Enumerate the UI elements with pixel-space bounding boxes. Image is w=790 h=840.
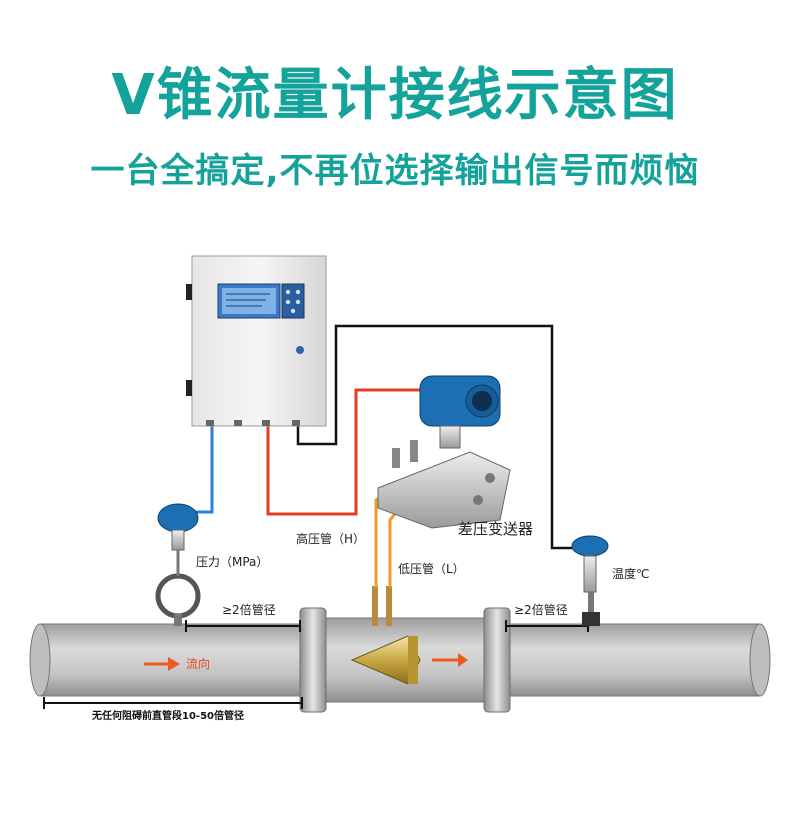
lock-icon xyxy=(296,346,304,354)
high-pressure-tube-label: 高压管（H） xyxy=(296,531,365,546)
temperature-signal-wire xyxy=(296,324,584,550)
downstream-distance-label: ≥2倍管径 xyxy=(514,602,568,617)
temperature-sensor xyxy=(571,535,609,626)
pressure-transmitter xyxy=(155,503,201,626)
temperature-label: 温度℃ xyxy=(612,566,649,581)
straight-section-dimension xyxy=(43,697,303,709)
straight-section-label: 无任何阻碍前直管段10-50倍管径 xyxy=(91,709,244,722)
page-title: V锥流量计接线示意图 xyxy=(111,63,679,128)
dp-transmitter-label: 差压变送器 xyxy=(458,520,533,538)
v-cone-icon xyxy=(350,635,421,685)
v-cone-meter xyxy=(299,586,511,713)
dp-signal-wire xyxy=(266,388,420,516)
flow-direction-arrow xyxy=(144,657,180,671)
low-pressure-tube-label: 低压管（L） xyxy=(398,561,465,576)
page-subtitle: 一台全搞定,不再位选择输出信号而烦恼 xyxy=(90,151,700,191)
pressure-label: 压力（MPa） xyxy=(196,555,268,569)
dp-transmitter xyxy=(377,375,511,529)
flow-direction-label: 流向 xyxy=(186,656,210,671)
flow-controller-box xyxy=(186,255,327,427)
low-pressure-tube xyxy=(388,507,402,588)
upstream-dimension xyxy=(185,620,301,632)
pressure-signal-wire xyxy=(180,424,214,514)
upstream-distance-label: ≥2倍管径 xyxy=(222,602,276,617)
